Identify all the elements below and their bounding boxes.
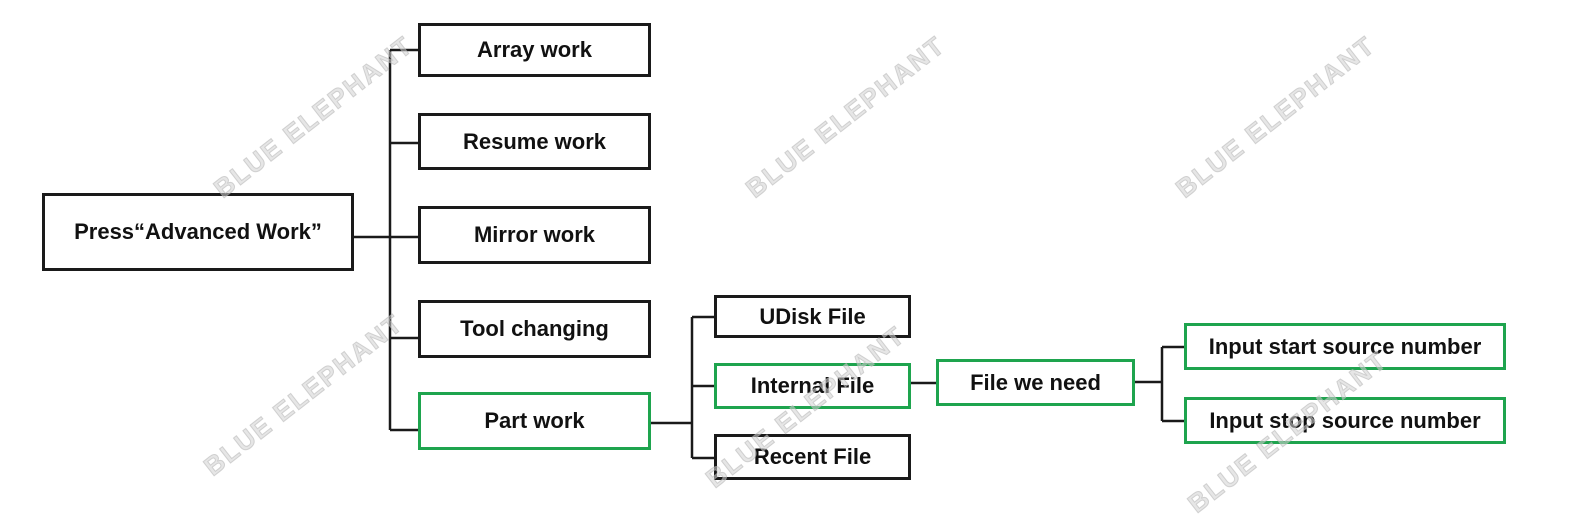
input-stop-node: Input stop source number (1184, 397, 1506, 444)
resume-work-node: Resume work (418, 113, 651, 170)
array-work-node: Array work (418, 23, 651, 77)
tool-changing-node: Tool changing (418, 300, 651, 358)
recent-file-node: Recent File (714, 434, 911, 480)
internal-file-node: Internal File (714, 363, 911, 409)
part-work-node: Part work (418, 392, 651, 450)
mirror-work-node: Mirror work (418, 206, 651, 264)
file-we-need-node: File we need (936, 359, 1135, 406)
input-start-node: Input start source number (1184, 323, 1506, 370)
udisk-file-node: UDisk File (714, 295, 911, 338)
root-node: Press“Advanced Work” (42, 193, 354, 271)
